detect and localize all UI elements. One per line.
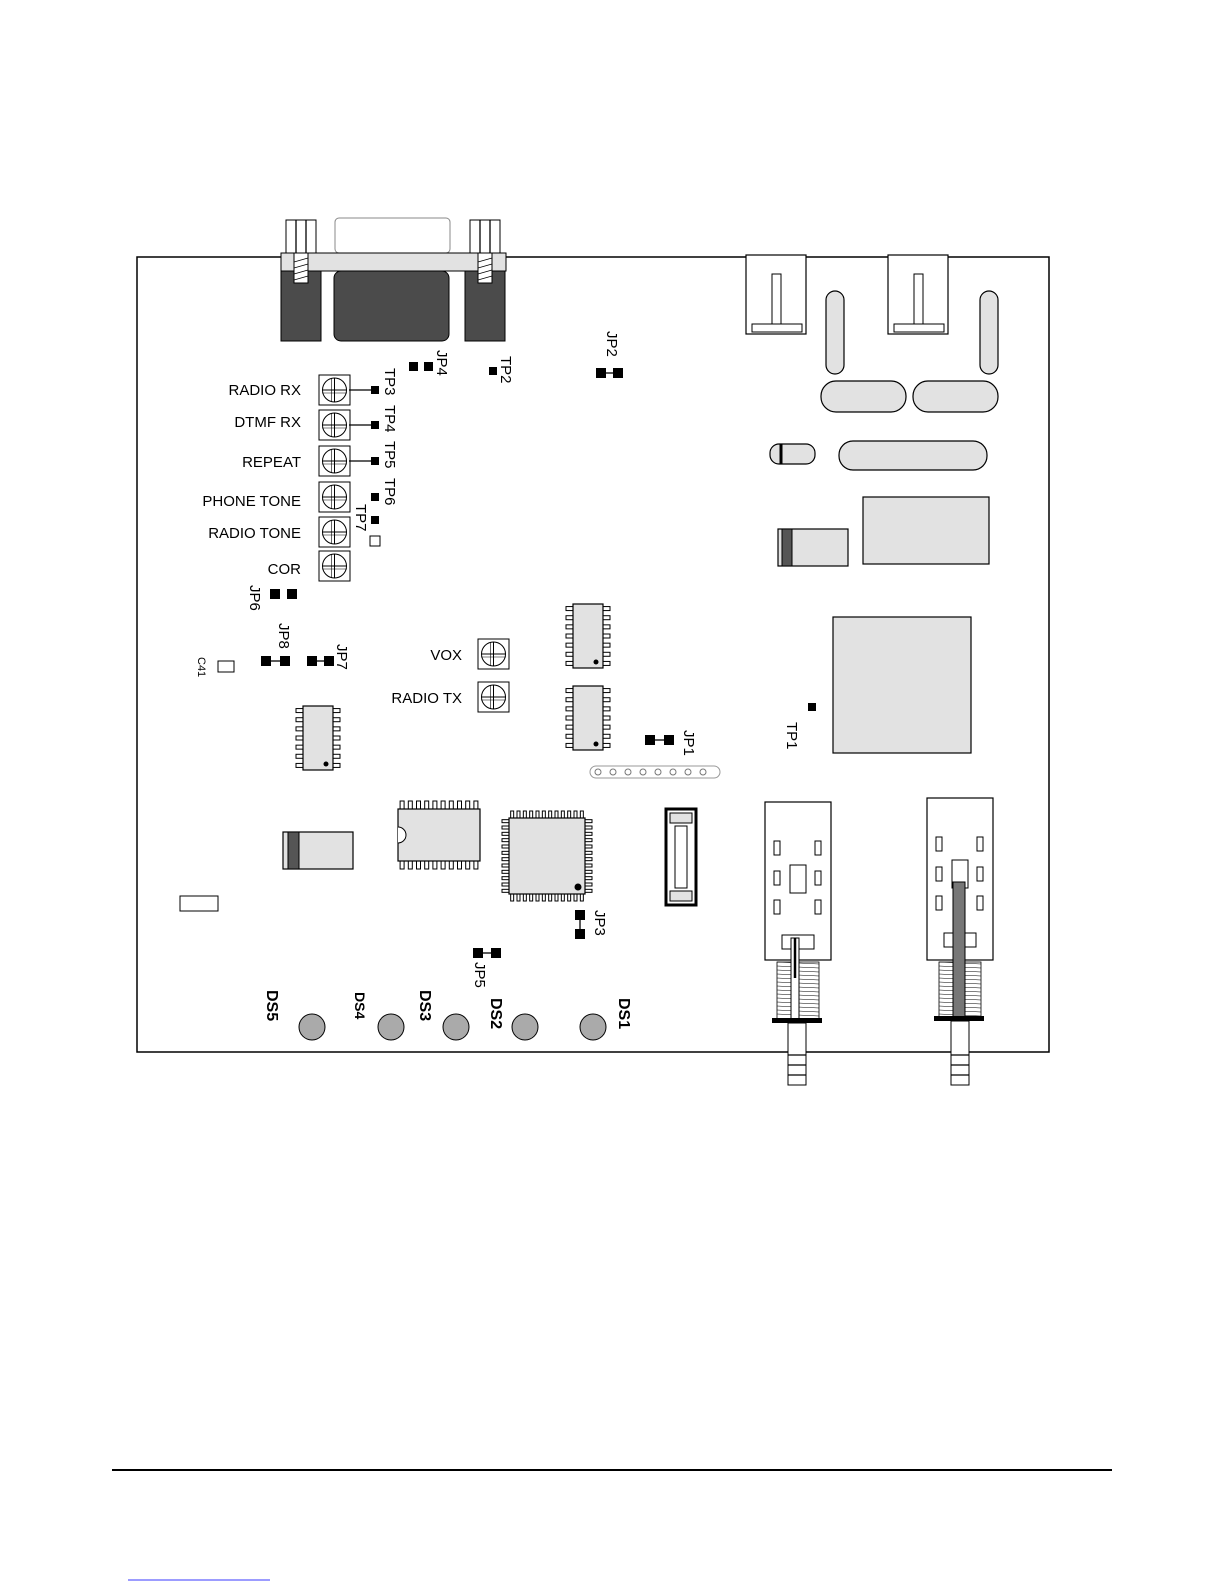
tp1-label: TP1	[783, 722, 800, 750]
label-dtmf-rx: DTMF RX	[234, 414, 301, 431]
tp6-pad	[371, 493, 379, 501]
jp5-label: JP5	[471, 962, 488, 988]
potentiometer-radio-rx	[319, 375, 350, 405]
resistor-outline	[180, 896, 218, 911]
c41-capacitor	[218, 661, 234, 672]
slide-switch-2	[927, 798, 993, 1085]
ic-u-left	[296, 706, 340, 770]
crystal-oval	[839, 441, 987, 470]
pin-header-strip	[590, 766, 720, 778]
vertical-capsule-1	[826, 291, 844, 374]
transformer-block	[863, 497, 989, 564]
jp6-pad-a	[270, 589, 280, 599]
phone-jack-1	[746, 255, 806, 334]
tp3-label: TP3	[381, 368, 398, 396]
led-ds1	[580, 1014, 606, 1040]
power-diode-left	[283, 832, 353, 869]
jp6-pad-b	[287, 589, 297, 599]
ds1-label: DS1	[615, 998, 632, 1029]
led-ds2	[512, 1014, 538, 1040]
tp7-outline	[370, 536, 380, 546]
tp5-pad	[371, 457, 379, 465]
power-diode-right	[778, 529, 848, 566]
tp4-pad	[371, 421, 379, 429]
jp3-pad-b	[575, 929, 585, 939]
c41-label: C41	[195, 657, 207, 677]
tp2-label: TP2	[497, 356, 514, 384]
label-radio-tx: RADIO TX	[391, 690, 462, 707]
jp1-pad-a	[645, 735, 655, 745]
jp1-label: JP1	[680, 730, 697, 756]
jp5-pad-a	[473, 948, 483, 958]
phone-jack-2	[888, 255, 948, 334]
jp2-pad-a	[596, 368, 606, 378]
vertical-capsule-2	[980, 291, 998, 374]
jp8-pad-a	[261, 656, 271, 666]
ds4-label: DS4	[352, 992, 368, 1019]
label-radio-tone: RADIO TONE	[208, 525, 301, 542]
jp4-pad-a	[409, 362, 418, 371]
tp7-label: TP7	[352, 504, 369, 532]
jp2-label: JP2	[603, 331, 620, 357]
jp1-pad-b	[664, 735, 674, 745]
label-phone-tone: PHONE TONE	[202, 493, 301, 510]
db9-connector	[281, 218, 506, 341]
tp7-pad	[371, 516, 379, 524]
potentiometer-cor	[319, 551, 350, 581]
jp2-pad-b	[613, 368, 623, 378]
potentiometer-vox	[478, 639, 509, 669]
slide-switch-1	[765, 802, 831, 1085]
ds5-label: DS5	[263, 990, 280, 1021]
ic-u-top-center	[566, 604, 610, 668]
tp5-label: TP5	[381, 441, 398, 469]
potentiometer-radio-tone	[319, 517, 350, 547]
ic-qfp-microcontroller	[502, 811, 592, 901]
label-cor: COR	[268, 561, 302, 578]
jp3-label: JP3	[591, 910, 608, 936]
tp4-label: TP4	[381, 405, 398, 433]
potentiometer-repeat	[319, 446, 350, 476]
led-ds4	[378, 1014, 404, 1040]
jp5-pad-b	[491, 948, 501, 958]
jp3-pad-a	[575, 910, 585, 920]
horizontal-capsule-2	[913, 381, 998, 412]
ic-u-mid-center	[566, 686, 610, 750]
potentiometer-radio-tx	[478, 682, 509, 712]
isolation-transformer	[833, 617, 971, 753]
ds3-label: DS3	[416, 990, 433, 1021]
tp3-pad	[371, 386, 379, 394]
potentiometer-dtmf-rx	[319, 410, 350, 440]
label-radio-rx: RADIO RX	[228, 382, 301, 399]
horizontal-capsule-1	[821, 381, 906, 412]
jp7-pad-a	[307, 656, 317, 666]
ds2-label: DS2	[487, 998, 504, 1029]
jp7-label: JP7	[333, 644, 350, 670]
potentiometer-phone-tone	[319, 482, 350, 512]
tp2-pad	[489, 367, 497, 375]
jp8-label: JP8	[275, 623, 292, 649]
small-diode	[770, 444, 815, 464]
jp6-label: JP6	[246, 585, 263, 611]
jp8-pad-b	[280, 656, 290, 666]
label-repeat: REPEAT	[242, 454, 301, 471]
tp6-label: TP6	[381, 478, 398, 506]
ic-dip-horizontal	[398, 801, 480, 869]
jp7-pad-b	[324, 656, 334, 666]
fuse-holder	[666, 809, 696, 905]
label-vox: VOX	[430, 647, 462, 664]
led-ds3	[443, 1014, 469, 1040]
led-ds5	[299, 1014, 325, 1040]
jp4-pad-b	[424, 362, 433, 371]
tp1-pad	[808, 703, 816, 711]
jp4-label: JP4	[433, 350, 450, 376]
